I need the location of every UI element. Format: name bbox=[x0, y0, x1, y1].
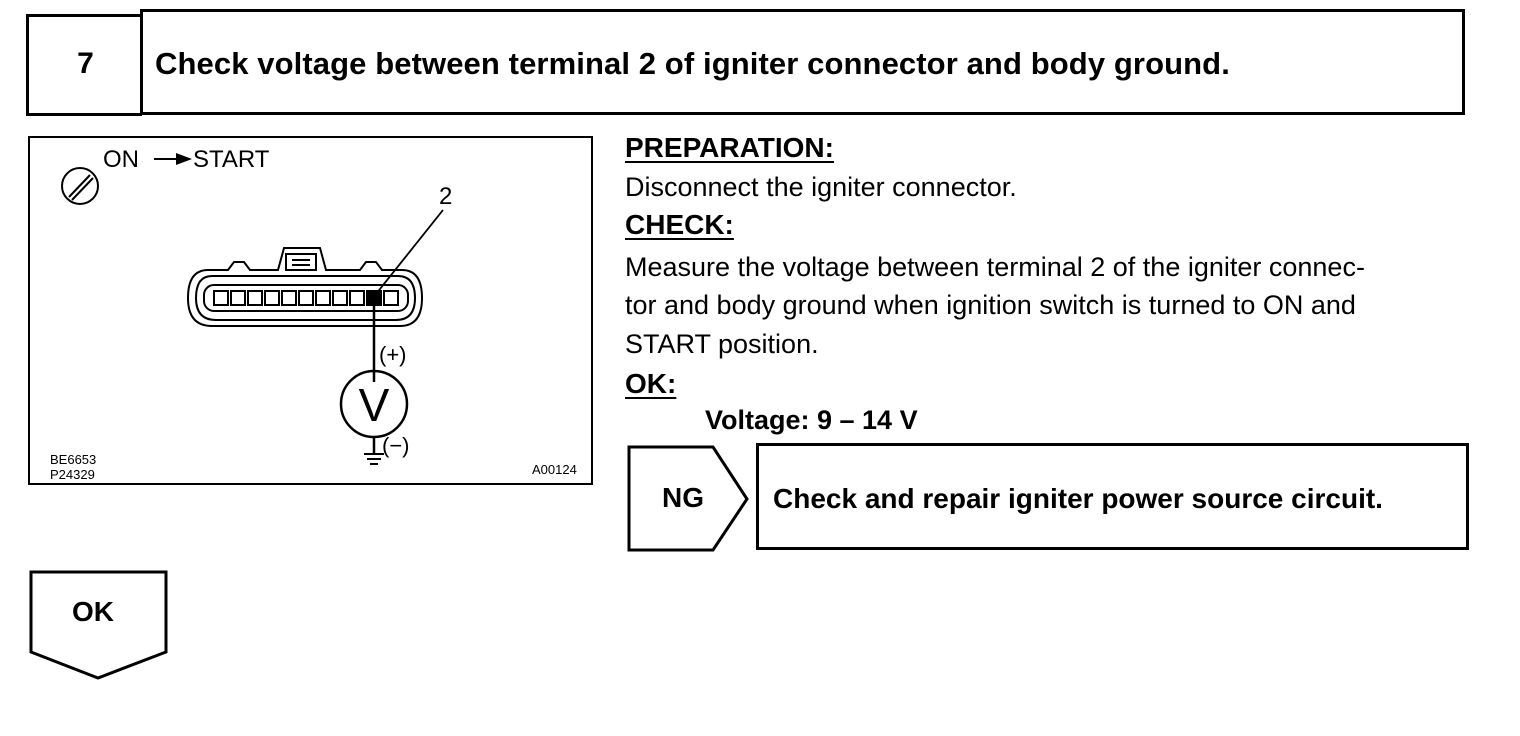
step-number: 7 bbox=[77, 47, 94, 80]
ok-criteria: Voltage: 9 – 14 V bbox=[705, 405, 918, 435]
ok-heading: OK: bbox=[625, 368, 677, 399]
igniter-connector-icon bbox=[186, 247, 424, 327]
preparation-heading: PREPARATION: bbox=[625, 132, 834, 163]
check-text-line-2: tor and body ground when ignition switch… bbox=[625, 290, 1356, 320]
switch-on-label: ON bbox=[103, 146, 139, 173]
connector-diagram: ON START 2 bbox=[28, 136, 593, 485]
step-title: Check voltage between terminal 2 of igni… bbox=[155, 46, 1230, 81]
figure-code-3: A00124 bbox=[532, 462, 577, 477]
switch-start-label: START bbox=[193, 146, 270, 173]
preparation-text: Disconnect the igniter connector. bbox=[625, 172, 1017, 202]
ignition-key-icon bbox=[61, 167, 99, 205]
ng-action-box: Check and repair igniter power source ci… bbox=[756, 443, 1469, 550]
voltmeter-symbol: V bbox=[359, 379, 390, 431]
step-title-box: Check voltage between terminal 2 of igni… bbox=[140, 9, 1465, 115]
step-number-box: 7 bbox=[26, 14, 142, 116]
arrow-right-icon bbox=[154, 153, 192, 165]
minus-terminal-label: (−) bbox=[382, 433, 410, 458]
connector-diagram-svg: ON START 2 bbox=[50, 146, 577, 482]
check-text-line-3: START position. bbox=[625, 329, 819, 359]
ng-action-text: Check and repair igniter power source ci… bbox=[773, 483, 1383, 514]
ok-branch-arrow bbox=[29, 570, 168, 680]
ng-label: NG bbox=[662, 482, 704, 513]
check-heading: CHECK: bbox=[625, 209, 734, 240]
figure-code-1: BE6653 bbox=[50, 452, 96, 467]
check-text-line-1: Measure the voltage between terminal 2 o… bbox=[625, 252, 1365, 282]
ok-label: OK bbox=[72, 596, 114, 627]
terminal-leader-line bbox=[375, 209, 444, 295]
terminal-number-label: 2 bbox=[439, 183, 452, 210]
plus-terminal-label: (+) bbox=[379, 342, 407, 367]
voltmeter-icon: V bbox=[339, 369, 409, 439]
ground-icon bbox=[364, 453, 384, 465]
figure-code-2: P24329 bbox=[50, 467, 95, 482]
ng-branch-arrow bbox=[627, 445, 749, 552]
